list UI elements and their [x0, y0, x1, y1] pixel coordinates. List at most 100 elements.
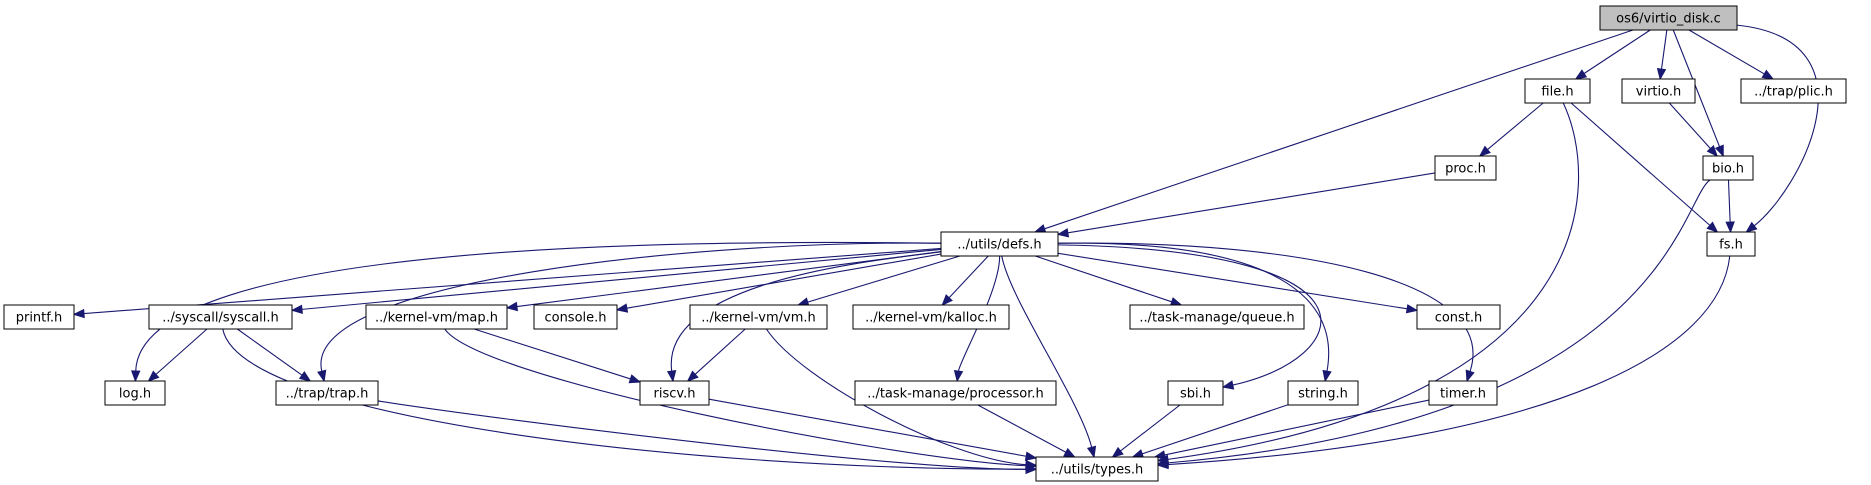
node-box-virtio: [1621, 78, 1696, 104]
node-label-bio: bio.h: [1712, 162, 1744, 177]
node-box-kalloc: [852, 304, 1010, 330]
node-vm[interactable]: ../kernel-vm/vm.h: [689, 304, 828, 330]
arrowhead-file-to-proc: [1478, 145, 1491, 157]
node-proc[interactable]: proc.h: [1434, 155, 1497, 181]
edge-map-to-riscv: [473, 328, 631, 380]
arrowhead-virtio_disk-to-plic: [1761, 69, 1775, 80]
node-log[interactable]: log.h: [104, 380, 166, 406]
node-bio[interactable]: bio.h: [1702, 155, 1754, 181]
edge-defs-to-const: [1057, 252, 1408, 310]
node-kalloc[interactable]: ../kernel-vm/kalloc.h: [852, 304, 1010, 330]
node-box-types: [1035, 456, 1159, 482]
edge-virtio-to-bio: [1668, 102, 1711, 149]
edge-defs-to-trap: [320, 242, 942, 372]
node-label-riscv: riscv.h: [654, 387, 696, 402]
node-const[interactable]: const.h: [1416, 304, 1501, 330]
edge-virtio_disk-to-file: [1583, 29, 1651, 74]
node-box-proc: [1434, 155, 1497, 181]
node-queue[interactable]: ../task-manage/queue.h: [1129, 304, 1305, 330]
node-map[interactable]: ../kernel-vm/map.h: [365, 304, 508, 330]
edge-syscall-to-trap: [236, 328, 303, 376]
node-box-timer: [1428, 380, 1498, 406]
node-fs[interactable]: fs.h: [1706, 231, 1756, 257]
arrowhead-fs-to-types: [1156, 459, 1169, 470]
arrowhead-virtio_disk-to-virtio: [1656, 67, 1667, 81]
arrowhead-syscall-to-log: [147, 370, 160, 382]
arrowhead-defs-to-log: [130, 370, 141, 383]
node-box-riscv: [639, 380, 710, 406]
edge-defs-to-timer: [1057, 242, 1474, 372]
arrowhead-riscv-to-types: [1024, 451, 1038, 461]
node-box-trap: [275, 380, 379, 406]
node-virtio[interactable]: virtio.h: [1621, 78, 1696, 104]
node-file[interactable]: file.h: [1524, 78, 1591, 104]
node-printf[interactable]: printf.h: [3, 304, 75, 330]
node-string[interactable]: string.h: [1287, 380, 1359, 406]
edge-virtio_disk-to-fs: [1736, 24, 1819, 227]
edge-virtio_disk-to-defs: [1044, 29, 1634, 230]
node-box-bio: [1702, 155, 1754, 181]
edge-defs-to-map: [516, 251, 942, 308]
node-label-types: ../utils/types.h: [1051, 463, 1144, 478]
edge-riscv-to-types: [708, 398, 1027, 457]
node-label-processor: ../task-manage/processor.h: [867, 387, 1044, 402]
node-types[interactable]: ../utils/types.h: [1035, 456, 1159, 482]
edge-timer-to-types: [1164, 399, 1430, 456]
arrowhead-defs-to-map: [505, 301, 519, 312]
arrowhead-virtio_disk-to-bio: [1714, 144, 1724, 158]
arrowhead-defs-to-string: [1322, 369, 1332, 383]
node-label-sbi: sbi.h: [1180, 387, 1211, 402]
nodes-layer: os6/virtio_disk.c file.h virtio.h ../trap/p…: [3, 5, 1847, 482]
node-label-map: ../kernel-vm/map.h: [375, 311, 498, 326]
arrowhead-string-to-types: [1131, 449, 1145, 459]
arrowhead-trap-to-types: [1025, 464, 1038, 475]
edge-syscall-to-types: [222, 328, 1027, 470]
node-label-fs: fs.h: [1719, 238, 1743, 253]
node-box-map: [365, 304, 508, 330]
edge-vm-to-types: [765, 328, 1027, 466]
edge-trap-to-types: [377, 400, 1027, 470]
node-console[interactable]: console.h: [533, 304, 618, 330]
edge-proc-to-defs: [1067, 172, 1436, 234]
node-trap[interactable]: ../trap/trap.h: [275, 380, 379, 406]
arrowhead-bio-to-fs: [1725, 221, 1735, 234]
node-plic[interactable]: ../trap/plic.h: [1740, 78, 1847, 104]
node-riscv[interactable]: riscv.h: [639, 380, 710, 406]
edge-virtio_disk-to-plic: [1688, 29, 1765, 75]
node-label-log: log.h: [119, 387, 151, 402]
edge-defs-to-queue: [1035, 255, 1172, 303]
edge-defs-to-kalloc: [948, 255, 989, 299]
node-syscall[interactable]: ../syscall/syscall.h: [148, 304, 293, 330]
node-box-queue: [1129, 304, 1305, 330]
edge-defs-to-printf: [83, 247, 942, 315]
node-box-fs: [1706, 231, 1756, 257]
edge-bio-to-fs: [1727, 179, 1731, 223]
node-timer[interactable]: timer.h: [1428, 380, 1498, 406]
node-label-defs: ../utils/defs.h: [957, 238, 1041, 253]
edge-bio-to-types: [1167, 179, 1711, 464]
edge-defs-to-console: [626, 253, 942, 309]
arrowhead-defs-to-kalloc: [941, 294, 953, 306]
edge-defs-to-types: [1001, 255, 1093, 448]
node-box-log: [104, 380, 166, 406]
arrowhead-defs-to-trap: [317, 369, 327, 383]
edge-defs-to-riscv: [671, 251, 942, 372]
arrowhead-defs-to-printf: [72, 308, 85, 319]
node-label-plic: ../trap/plic.h: [1754, 85, 1833, 100]
node-box-defs: [940, 231, 1059, 257]
node-label-trap: ../trap/trap.h: [286, 387, 369, 402]
node-virtio_disk: os6/virtio_disk.c: [1599, 5, 1738, 31]
arrowhead-defs-to-processor: [953, 369, 964, 383]
node-sbi[interactable]: sbi.h: [1167, 380, 1224, 406]
node-box-plic: [1740, 78, 1847, 104]
node-box-virtio_disk: [1599, 5, 1738, 31]
edge-defs-to-string: [1057, 242, 1330, 372]
node-box-console: [533, 304, 618, 330]
arrowhead-map-to-riscv: [628, 374, 642, 384]
edge-fs-to-types: [1167, 255, 1731, 466]
node-defs[interactable]: ../utils/defs.h: [940, 231, 1059, 257]
node-processor[interactable]: ../task-manage/processor.h: [854, 380, 1057, 406]
node-box-file: [1524, 78, 1591, 104]
node-label-proc: proc.h: [1445, 162, 1486, 177]
edge-map-to-types: [444, 328, 1027, 467]
